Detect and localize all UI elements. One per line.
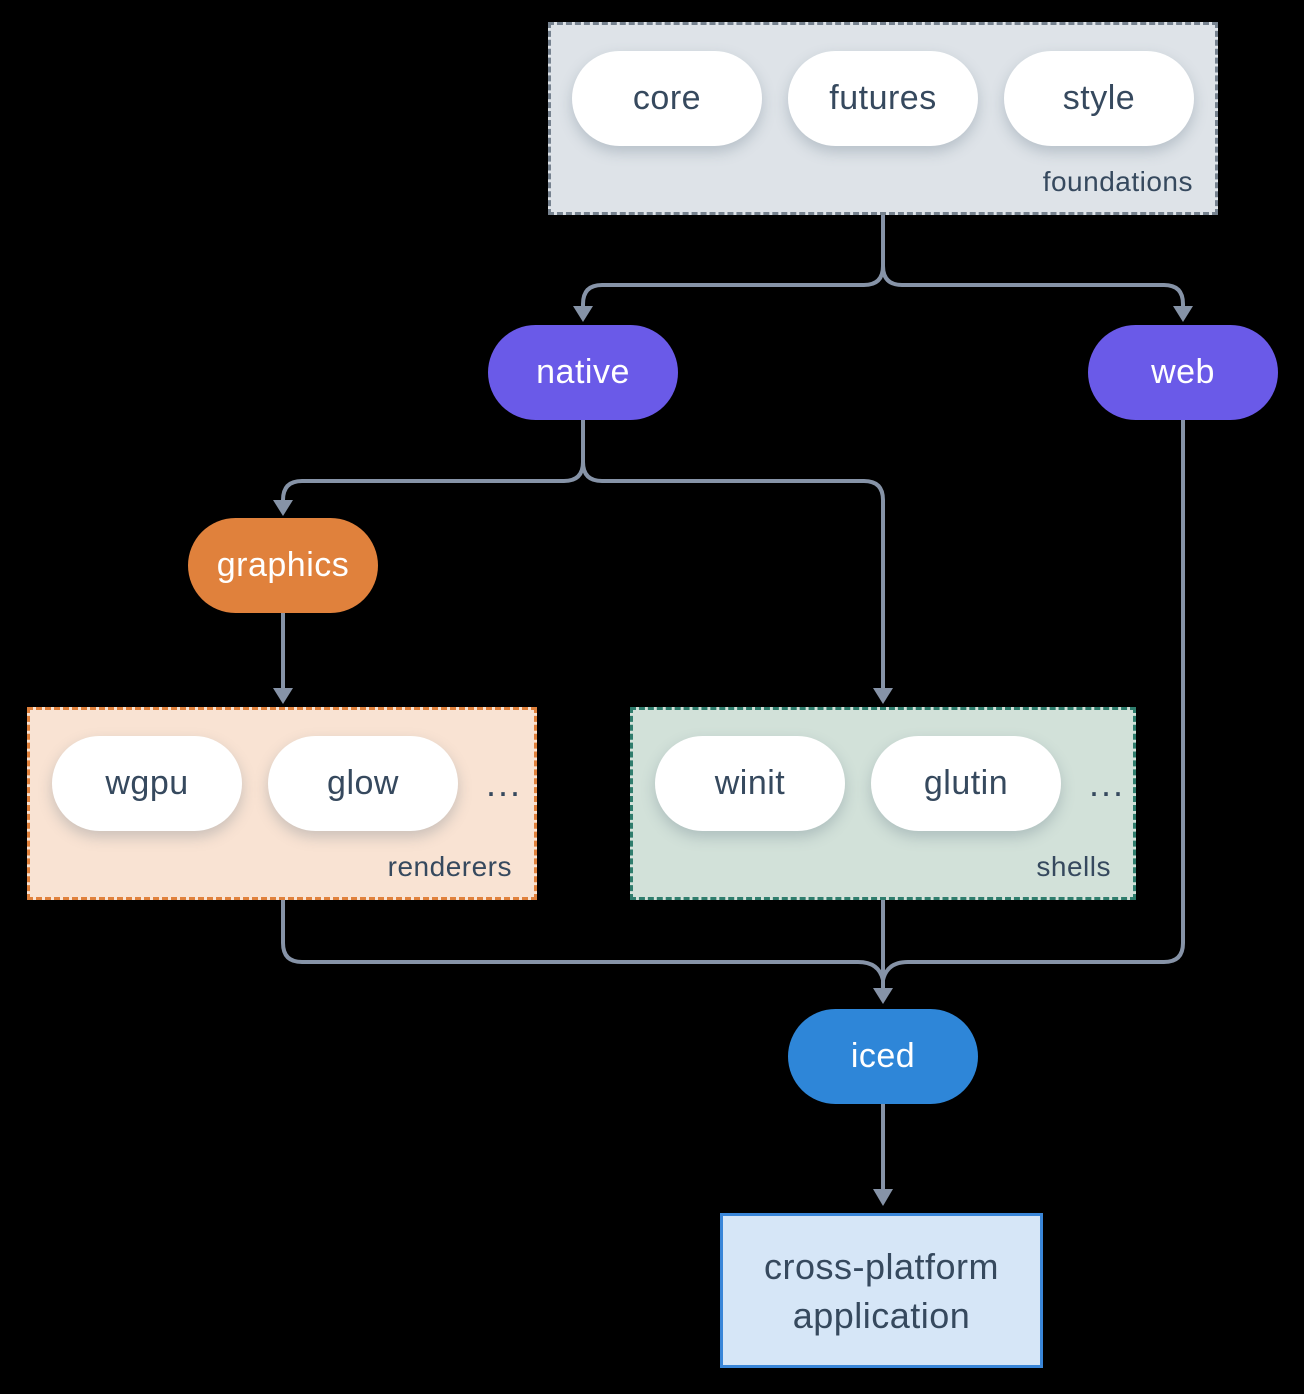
edge-foundations-web bbox=[881, 215, 1185, 307]
renderers-pill-row: wgpu glow ... bbox=[52, 736, 522, 831]
renderers-ellipsis: ... bbox=[486, 763, 523, 804]
edge-renderers-merge bbox=[281, 900, 885, 981]
node-core: core bbox=[572, 51, 762, 146]
application-label-line1: cross-platform bbox=[763, 1245, 1000, 1287]
node-glutin: glutin bbox=[871, 736, 1061, 831]
node-web: web bbox=[1088, 325, 1278, 420]
arrowhead-graphics bbox=[273, 500, 293, 516]
group-foundations: core futures style foundations bbox=[548, 22, 1218, 215]
node-glow: glow bbox=[268, 736, 458, 831]
group-label-renderers: renderers bbox=[387, 851, 512, 882]
arrowhead-renderers bbox=[273, 688, 293, 704]
node-futures: futures bbox=[788, 51, 978, 146]
edge-lines bbox=[281, 215, 1185, 1190]
group-label-foundations: foundations bbox=[1042, 166, 1193, 197]
node-iced: iced bbox=[788, 1009, 978, 1104]
node-graphics: graphics bbox=[188, 518, 378, 613]
arrowhead-iced bbox=[873, 988, 893, 1004]
node-winit: winit bbox=[655, 736, 845, 831]
edge-native-shells bbox=[581, 420, 885, 689]
arrowhead-shells bbox=[873, 688, 893, 704]
node-wgpu: wgpu bbox=[52, 736, 242, 831]
node-style: style bbox=[1004, 51, 1194, 146]
edge-native-graphics bbox=[281, 420, 585, 501]
application-label-line2: application bbox=[792, 1294, 971, 1336]
edge-foundations-native bbox=[581, 215, 885, 307]
group-renderers: wgpu glow ... renderers bbox=[27, 707, 537, 900]
node-native: native bbox=[488, 325, 678, 420]
arrowhead-web bbox=[1173, 306, 1193, 322]
node-cross-platform-application: cross-platform application bbox=[720, 1213, 1043, 1368]
arrowhead-application bbox=[873, 1189, 893, 1206]
arrowhead-native bbox=[573, 306, 593, 322]
foundations-pill-row: core futures style bbox=[572, 51, 1194, 146]
shells-ellipsis: ... bbox=[1089, 763, 1126, 804]
shells-pill-row: winit glutin ... bbox=[655, 736, 1125, 831]
group-shells: winit glutin ... shells bbox=[630, 707, 1136, 900]
group-label-shells: shells bbox=[1036, 851, 1111, 882]
